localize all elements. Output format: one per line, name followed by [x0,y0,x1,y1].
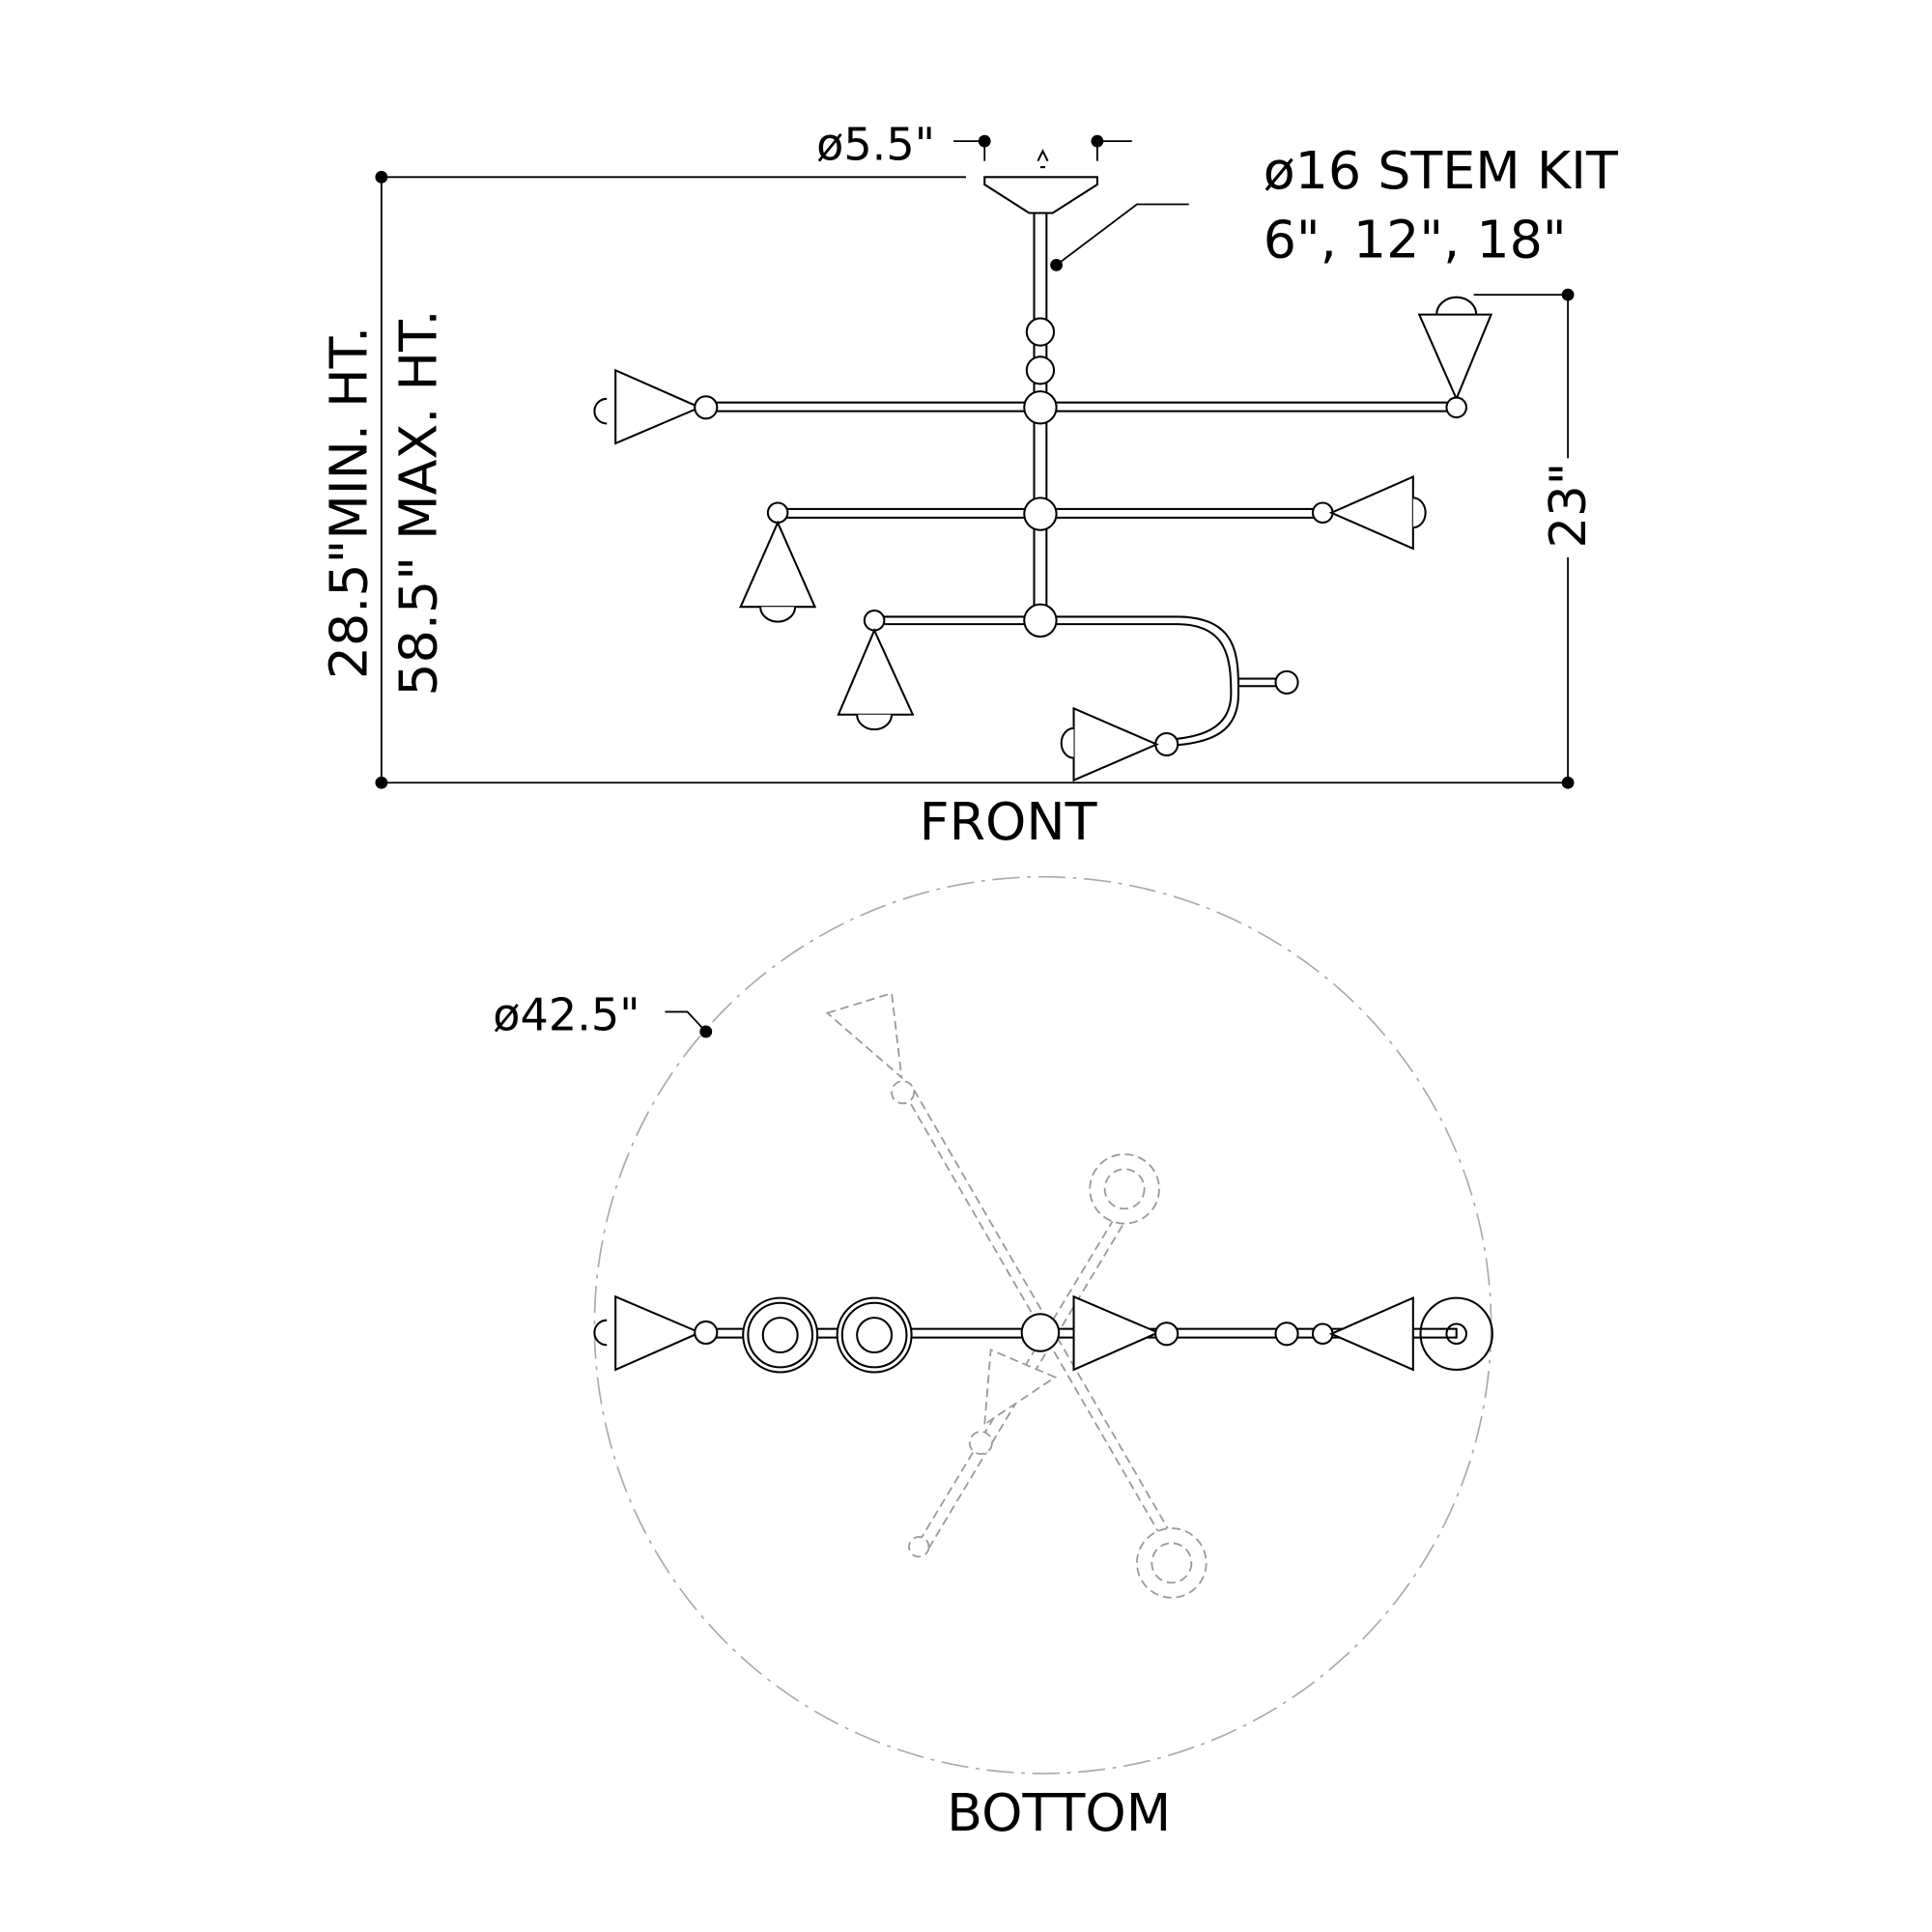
hub [1023,497,1058,531]
shade-left-tier-2 [739,501,817,623]
front-view: ø5.5" ø16 STEM KIT 6", 12", 18" 28.5"MIN… [318,118,1619,852]
stem-ball-ring [742,1296,819,1374]
bottom-view-label: BOTTOM [947,1782,1171,1843]
bottom-shade-top-view [1419,1296,1493,1371]
diameter-leader [665,1010,713,1038]
bottom-shade-left [593,1294,719,1372]
bottom-shade-center [1072,1294,1179,1372]
stem-kit-sizes-label: 6", 12", 18" [1264,210,1567,270]
shade-right-tier-1 [1417,296,1493,419]
stem-leader [1050,203,1189,271]
stem-kit-label: ø16 STEM KIT [1264,140,1619,201]
shade-bottom [1060,706,1179,782]
front-view-label: FRONT [920,791,1098,852]
stem-ball [1025,355,1056,385]
side-knob [1237,669,1299,695]
shade-left-tier-1 [593,368,719,445]
bottom-knob [1274,1321,1299,1347]
canopy-dimension [953,134,1132,161]
min-height-label: 28.5"MIN. HT. [318,327,379,679]
diameter-label: ø42.5" [493,989,639,1041]
overall-height-dimension [375,170,967,789]
canopy-diameter-label: ø5.5" [816,118,935,170]
canopy [983,149,1098,214]
shade-left-tier-3 [837,610,915,731]
ghost-arms [825,992,1208,1599]
hub [1023,603,1058,639]
max-height-label: 58.5" MAX. HT. [387,309,448,696]
arm-tier-1 [704,401,1458,412]
hub [1023,390,1058,425]
bottom-shade-right [1311,1296,1414,1372]
drop-height-label: 23" [1540,463,1598,549]
stem-ball [1025,317,1056,347]
bottom-hub [1020,1313,1061,1352]
bottom-view: ø42.5" [493,875,1493,1843]
drop-dimension [1473,288,1575,789]
stem-ball-ring [836,1296,913,1374]
shade-right-tier-2 [1311,475,1427,551]
arm-tier-3 [871,615,1240,747]
